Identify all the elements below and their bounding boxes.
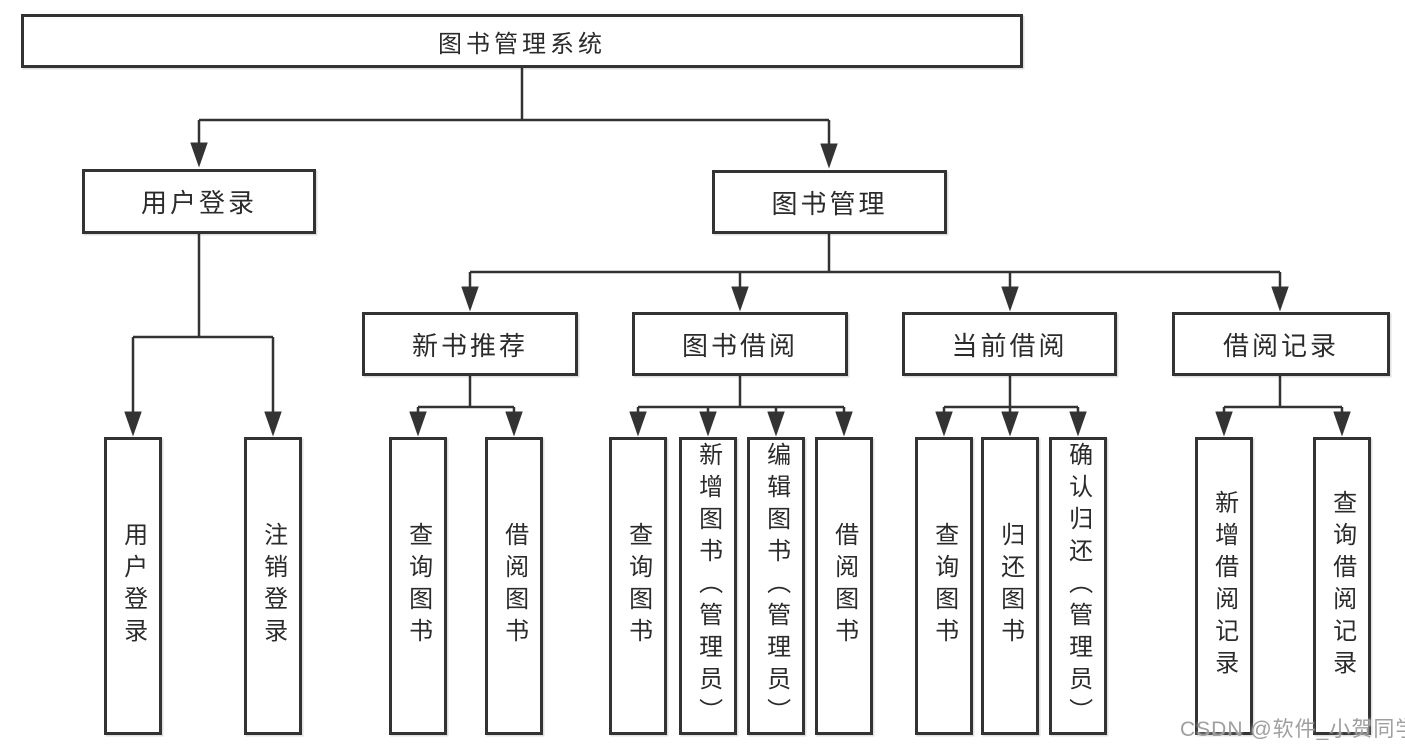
- node-borrow-record: 借阅记录: [1172, 312, 1390, 376]
- leaf-borrow-borrow-book: 借阅图书: [815, 437, 873, 735]
- leaf-record-query-record: 查询借阅记录: [1313, 437, 1371, 735]
- leaf-current-query-book: 查询图书: [915, 437, 973, 735]
- leaf-current-return-book: 归还图书: [981, 437, 1039, 735]
- node-root-system: 图书管理系统: [21, 14, 1023, 68]
- leaf-user-login: 用户登录: [104, 437, 162, 735]
- node-user-login: 用户登录: [82, 169, 316, 234]
- leaf-logout: 注销登录: [244, 437, 302, 735]
- node-current-borrow: 当前借阅: [902, 312, 1117, 376]
- leaf-current-confirm-return: 确认归还（管理员）: [1049, 437, 1107, 735]
- node-book-management: 图书管理: [712, 170, 947, 234]
- node-book-borrow: 图书借阅: [632, 312, 848, 376]
- leaf-borrow-query-book: 查询图书: [609, 437, 667, 735]
- connector-trunk-segments: [133, 68, 1342, 409]
- leaf-recommend-query-book: 查询图书: [389, 437, 447, 735]
- leaf-borrow-edit-book: 编辑图书（管理员）: [747, 437, 805, 735]
- leaf-borrow-add-book: 新增图书（管理员）: [679, 437, 737, 735]
- leaf-record-add-record: 新增借阅记录: [1195, 437, 1253, 735]
- leaf-recommend-borrow-book: 借阅图书: [485, 437, 543, 735]
- watermark: CSDN @软件_小贺同学: [1180, 718, 1405, 741]
- node-new-book-recommend: 新书推荐: [362, 312, 578, 376]
